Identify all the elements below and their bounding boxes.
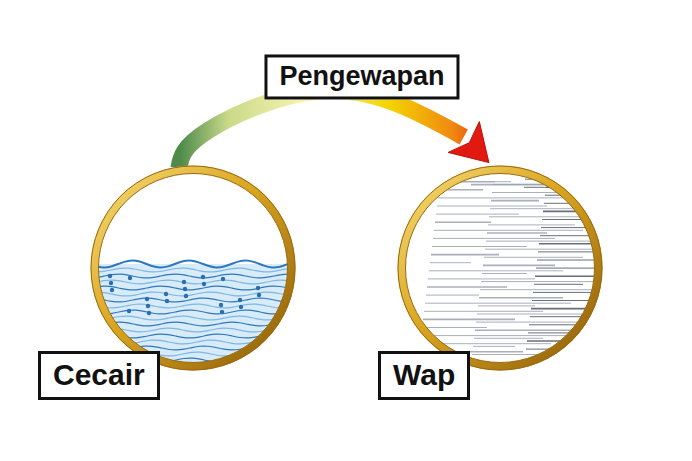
process-label: Pengewapan [264, 54, 459, 99]
state-circle: Wap [397, 165, 603, 371]
arrow-head [448, 122, 489, 163]
circle-outline [90, 165, 296, 371]
state-circle: Cecair [90, 165, 296, 371]
state-label: Wap [378, 351, 470, 400]
state-label: Cecair [38, 351, 160, 400]
circle-outline [397, 165, 603, 371]
process-arrow [179, 91, 464, 168]
